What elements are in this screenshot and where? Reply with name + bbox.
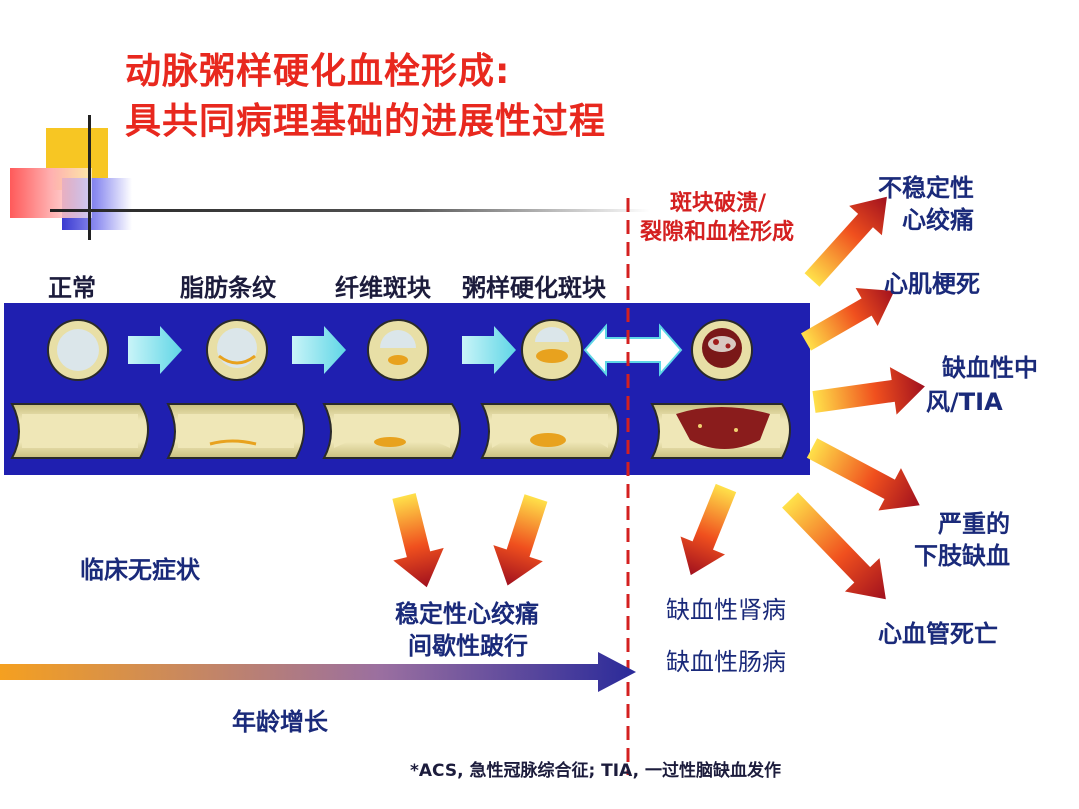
label-ischemic-nephropathy: 缺血性肾病 bbox=[666, 596, 786, 624]
deco-vertical-line bbox=[88, 115, 91, 240]
progress-arrow-3 bbox=[462, 326, 516, 374]
arrow-to-limb bbox=[806, 438, 920, 511]
label-age-increase: 年龄增长 bbox=[232, 708, 328, 736]
vessel-rupture-thrombus bbox=[650, 403, 791, 459]
stage-label-normal: 正常 bbox=[48, 274, 96, 302]
cross-section-fatty-streak bbox=[206, 319, 268, 381]
progress-arrow-2 bbox=[292, 326, 346, 374]
title-line-2: 具共同病理基础的进展性过程 bbox=[125, 101, 607, 142]
vessel-atherosclerotic-plaque bbox=[480, 403, 619, 459]
progress-arrow-1 bbox=[128, 326, 182, 374]
title-line-1: 动脉粥样硬化血栓形成: bbox=[125, 51, 511, 92]
stage-label-atherosclerotic-plaque: 粥样硬化斑块 bbox=[462, 274, 606, 302]
arrow-to-mi bbox=[801, 287, 895, 351]
cross-section-rupture-thrombus bbox=[691, 319, 753, 381]
label-asymptomatic: 临床无症状 bbox=[80, 556, 200, 584]
cross-section-atherosclerotic-plaque bbox=[521, 319, 583, 381]
age-arrow bbox=[0, 652, 636, 692]
label-ischemic-bowel: 缺血性肠病 bbox=[666, 648, 786, 676]
arrow-to-cv-death bbox=[782, 492, 886, 600]
rupture-label-line-2: 裂隙和血栓形成 bbox=[640, 220, 795, 245]
cross-section-fibrous-plaque bbox=[367, 319, 429, 381]
vessel-fibrous-plaque bbox=[322, 403, 461, 459]
footnote: *ACS, 急性冠脉综合征; TIA, 一过性脑缺血发作 bbox=[410, 761, 781, 781]
outcome-limb-line-1: 严重的 bbox=[938, 510, 1010, 538]
stage-label-fatty-streak: 脂肪条纹 bbox=[180, 274, 276, 302]
outcome-limb-line-2: 下肢缺血 bbox=[914, 542, 1010, 570]
label-intermittent-claudication: 间歇性跛行 bbox=[408, 632, 528, 660]
outcome-unstable-angina-line-1: 不稳定性 bbox=[878, 174, 974, 202]
cross-section-normal bbox=[47, 319, 109, 381]
arrow-to-stroke bbox=[812, 367, 925, 415]
outcome-stroke-line-1: 缺血性中 bbox=[942, 354, 1038, 382]
vessel-fatty-streak bbox=[166, 403, 305, 459]
outcome-unstable-angina-line-2: 心绞痛 bbox=[902, 206, 974, 234]
arrow-to-stable-angina-2 bbox=[493, 494, 548, 586]
arrow-to-unstable-angina bbox=[804, 196, 887, 287]
outcome-mi: 心肌梗死 bbox=[884, 270, 980, 298]
outcome-stroke-line-2: 风/TIA bbox=[926, 388, 1003, 416]
arrow-to-kidney bbox=[680, 483, 737, 576]
arrow-to-stable-angina-1 bbox=[392, 493, 444, 588]
rupture-label-line-1: 斑块破溃/ bbox=[670, 191, 767, 216]
bidirectional-arrow bbox=[583, 323, 683, 377]
stage-label-fibrous-plaque: 纤维斑块 bbox=[335, 274, 431, 302]
vessel-normal bbox=[10, 403, 149, 459]
outcome-cv-death: 心血管死亡 bbox=[878, 620, 998, 648]
deco-horizontal-line bbox=[50, 209, 650, 212]
label-stable-angina: 稳定性心绞痛 bbox=[395, 600, 539, 628]
